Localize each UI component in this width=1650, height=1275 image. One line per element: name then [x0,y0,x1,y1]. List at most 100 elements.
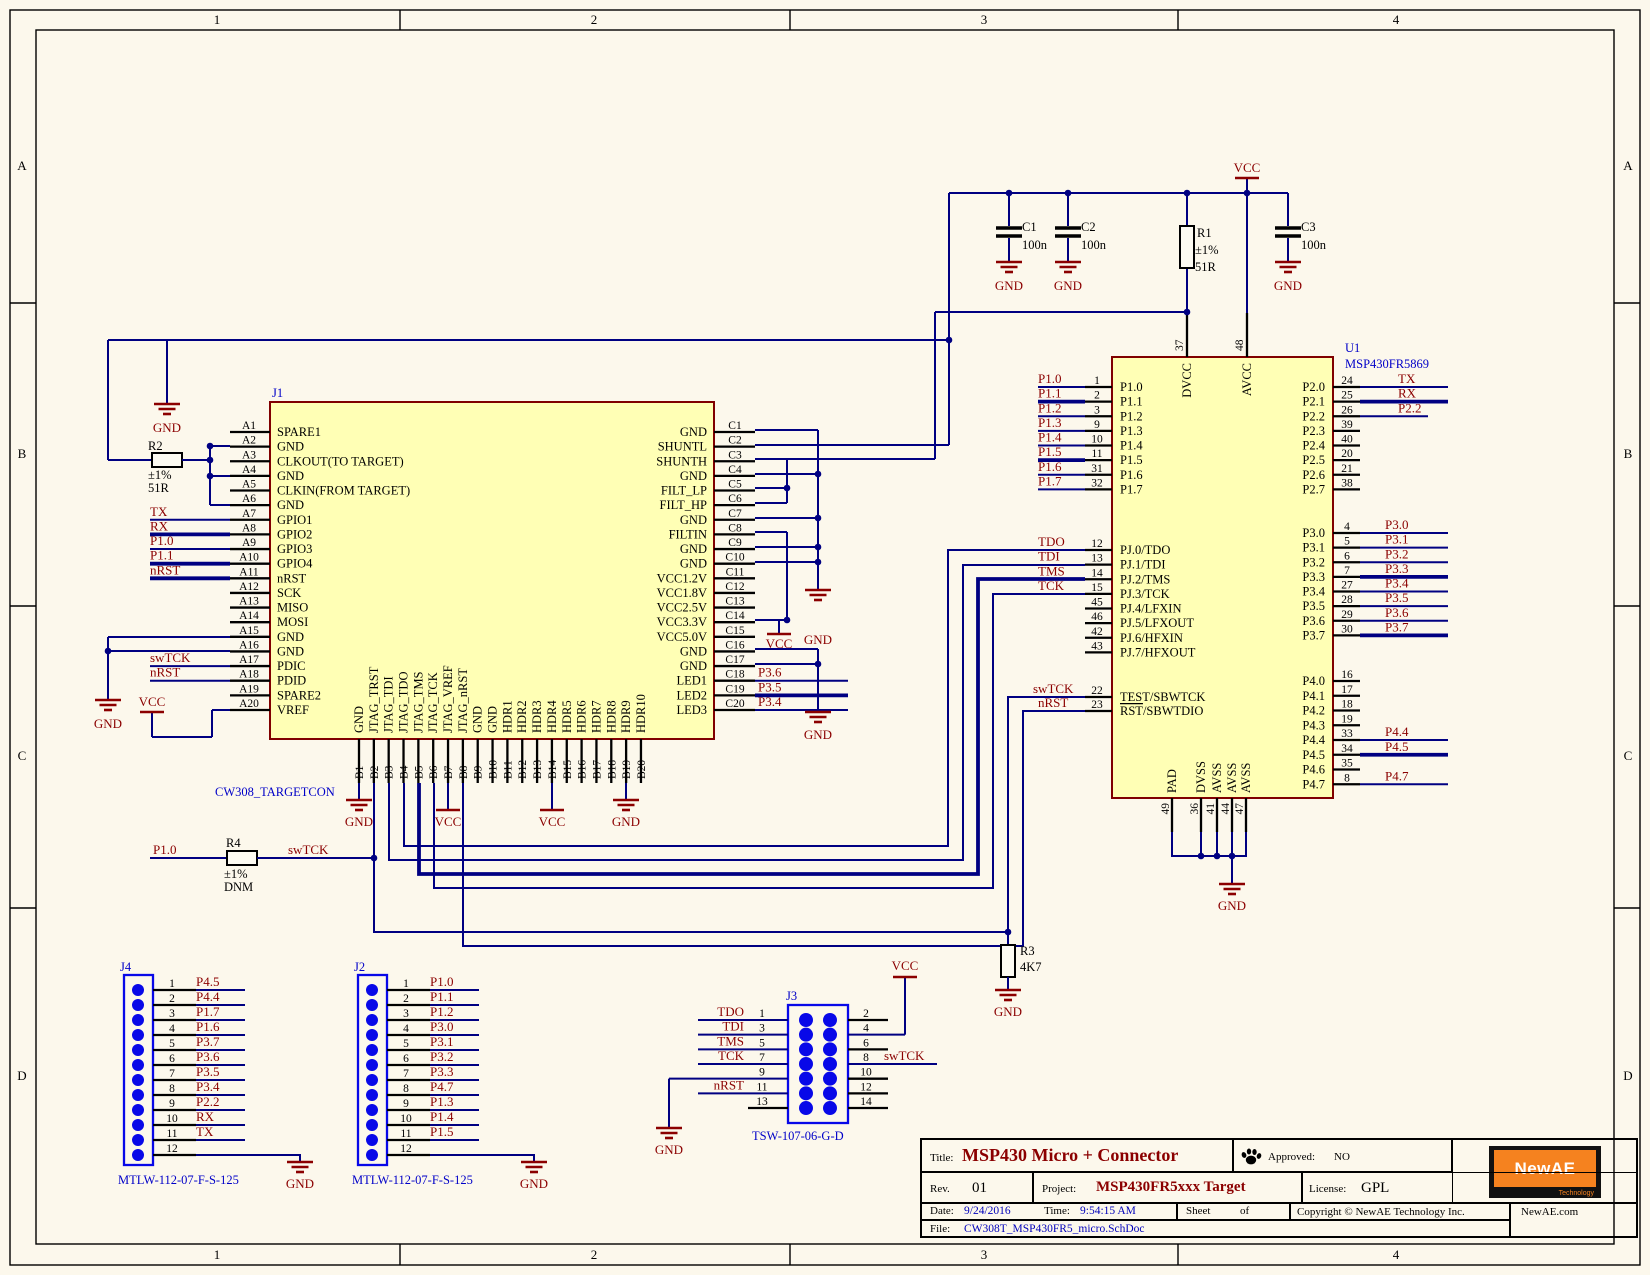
grid-row-label: D [1623,1068,1632,1083]
copyright-cell: Copyright © NewAE Technology Inc. [1290,1203,1510,1220]
vcc-label: VCC [1234,160,1261,175]
junction-dot [1213,852,1221,860]
r1-body[interactable] [1179,225,1195,269]
net-label: P1.0 [430,974,453,989]
pin-name: GND [486,706,500,733]
j3-pin-circle [823,1042,837,1057]
u1-body[interactable] [1111,356,1334,799]
pin-designator: C17 [725,654,744,666]
j1-body[interactable] [269,401,715,740]
pin-number: 8 [169,1083,175,1095]
pin-name: JTAG_TCK [426,672,440,733]
wire [430,1154,535,1162]
pin-number: 12 [860,1081,872,1093]
pin-name: AVSS [1239,763,1253,793]
j3-refdes: J3 [786,989,797,1003]
junction-dot [814,470,822,478]
pin-name: GND [680,644,707,658]
pin-number: 18 [1341,699,1353,711]
gnd-label: GND [1054,278,1082,293]
pin-name: P1.7 [1120,482,1143,496]
j2-body[interactable] [356,973,389,1167]
pin-number: 25 [1341,390,1353,402]
net-label: P1.5 [1038,444,1061,459]
pin-number: 42 [1091,626,1103,638]
net-label: P1.4 [430,1109,454,1124]
pin-name: SHUNTL [658,440,707,454]
pin-name: HDR9 [619,700,633,733]
grid-row-label: D [17,1068,26,1083]
rev-label: Rev. [930,1183,950,1195]
pin-number: 9 [169,1098,175,1110]
pin-designator: C7 [728,508,742,520]
pin-number: 5 [403,1038,409,1050]
net-label: RX [196,1109,215,1124]
pin-name: GND [352,706,366,733]
j4-pin-circle [132,1104,144,1116]
pin-name: HDR1 [500,700,514,733]
pin-number: 7 [1344,565,1350,577]
pin-designator: B4 [399,765,411,779]
pin-name: P1.3 [1120,424,1143,438]
net-label: P4.5 [196,974,219,989]
rev-value: 01 [972,1180,987,1196]
pin-number: 49 [1160,803,1172,815]
project-label: Project: [1042,1183,1077,1195]
pin-number: 36 [1189,803,1201,815]
cap-refdes: C3 [1301,220,1316,234]
resistor-refdes: R2 [148,439,163,453]
gnd-label: GND [804,727,832,742]
j3-pin-circle [823,1101,837,1116]
grid-row-label: C [18,748,27,763]
pin-designator: A6 [242,493,256,505]
net-label: P1.5 [430,1124,453,1139]
pin-number: 27 [1341,580,1353,592]
net-label: P1.1 [1038,386,1061,401]
pin-designator: A13 [239,596,259,608]
pin-number: 4 [863,1023,869,1035]
pin-name: P3.2 [1302,555,1325,569]
pin-name: GND [277,440,304,454]
j3-pin-circle [799,1071,813,1086]
pin-designator: C9 [728,537,742,549]
pin-designator: B20 [636,760,648,779]
pin-number: 3 [1094,404,1100,416]
file-value: CW308T_MSP430FR5_micro.SchDoc [964,1222,1145,1235]
net-label: TDI [722,1019,744,1034]
pin-number: 8 [403,1083,409,1095]
pin-number: 13 [1091,553,1103,565]
project-value: MSP430FR5xxx Target [1096,1179,1246,1195]
pin-name: GND [680,425,707,439]
project-cell: Project: MSP430FR5xxx Target [1033,1172,1302,1203]
pin-name: P3.4 [1302,585,1325,599]
j4-pin-circle [132,1074,144,1086]
r3-body[interactable] [1000,944,1016,978]
r2-body[interactable] [151,452,183,468]
pin-number: 2 [403,993,409,1005]
net-label: TCK [1038,578,1065,593]
pin-designator: B7 [443,765,455,779]
grid-row-label: A [17,158,27,173]
license-label: License: [1309,1183,1347,1195]
j3-body[interactable] [786,1003,850,1125]
pin-designator: A8 [242,522,256,534]
j2-pin-circle [366,1029,378,1041]
pin-designator: A9 [242,537,256,549]
r4-body[interactable] [226,850,258,866]
grid-row-label: B [18,446,27,461]
net-label: swTCK [150,650,191,665]
j4-body[interactable] [122,973,155,1167]
logo-subtext: Technology [1558,1190,1594,1197]
gnd-label: GND [520,1176,548,1191]
j2-pin-circle [366,984,378,996]
j2-pin-circle [366,1119,378,1131]
wire [462,710,1085,947]
approved-label: Approved: [1268,1151,1316,1163]
pin-name: VCC2.5V [657,601,707,615]
pin-name: P2.5 [1302,453,1325,467]
pin-name: JTAG_TDO [397,672,411,734]
pin-number: 3 [403,1008,409,1020]
pin-name: LED1 [676,674,707,688]
pin-number: 3 [169,1008,175,1020]
j3-part-label: TSW-107-06-G-D [752,1129,844,1143]
